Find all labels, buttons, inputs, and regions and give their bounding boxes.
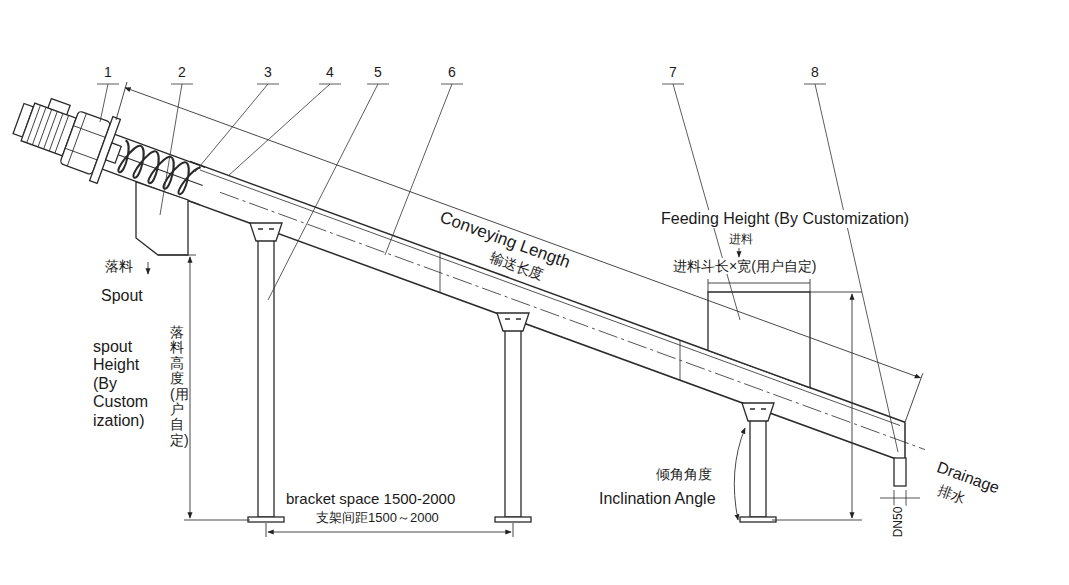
extension-line [184,520,250,521]
bearing [106,143,122,163]
leader-line [228,84,341,176]
spout-arrow [148,262,149,274]
dimension-label: 落料高度(用户自定) [170,325,184,448]
leg-bracket [250,223,282,241]
angle-label: Inclination Angle [598,490,717,508]
length-dimension [125,88,920,378]
base-plate [740,517,776,522]
leader-line [160,84,193,215]
leader-line [97,84,119,122]
line-work [7,87,925,522]
pipe-size-label: DN50 [892,506,906,539]
spacing-dimension [268,532,511,533]
spout-label: Spout [100,287,144,305]
bracket-slot [750,408,766,409]
extension-line [158,255,196,256]
dimension-label: spout Height (By Custom ization) [92,338,164,430]
leg-bracket [497,313,529,331]
callout-number: 6 [447,64,457,80]
dimension-label: Feeding Height (By Customization) [660,210,910,228]
callout-number: 3 [263,64,273,80]
leader-line [268,84,389,300]
extension-line [905,373,923,422]
callout-number: 2 [177,64,187,80]
callout-number: 4 [325,64,335,80]
center-line [220,192,925,449]
feed-arrow [739,248,740,257]
support-leg [505,329,521,517]
bracket-slot [258,228,274,229]
height-dimension [190,257,191,518]
extension-line [810,292,862,293]
spout-label: 落料 [104,258,134,274]
flange [90,117,121,184]
extension-line [116,82,127,120]
base-plate [248,517,284,522]
angle-arc [734,428,745,520]
dimension-lines [116,82,923,537]
drain-pipe [894,458,906,486]
terminal-box [48,99,70,115]
dimension-label: bracket space 1500-2000 [285,490,456,507]
leader-line [195,84,279,172]
dimension-label: 进料斗长×宽(用户自定) [672,258,818,274]
leg-bracket [742,403,774,421]
trough-bottom [188,201,905,463]
trough-joint [440,253,680,381]
hopper-dimension [708,283,810,284]
callout-number: 5 [373,64,383,80]
angle-label: 倾角角度 [655,466,713,482]
trough-cover [200,170,900,426]
dimension-label: 支架间距1500～2000 [315,511,440,526]
trough-top [190,161,905,422]
leader-line [662,84,740,320]
screw-shaft [118,155,203,186]
height-dimension [852,294,853,518]
base-plate [495,517,531,522]
leader-lines [97,84,898,452]
leader-line [804,84,898,452]
callout-number: 1 [103,64,113,80]
discharge-spout [136,182,188,255]
callout-number: 7 [668,64,678,80]
extension-line [772,520,862,521]
callout-number: 8 [810,64,820,80]
support-leg [750,419,766,517]
support-leg [258,239,274,517]
bracket-slot [505,318,521,319]
feed-label: 进料 [728,233,754,247]
extension-line [708,279,810,292]
pipe-dimension-line [880,498,920,499]
